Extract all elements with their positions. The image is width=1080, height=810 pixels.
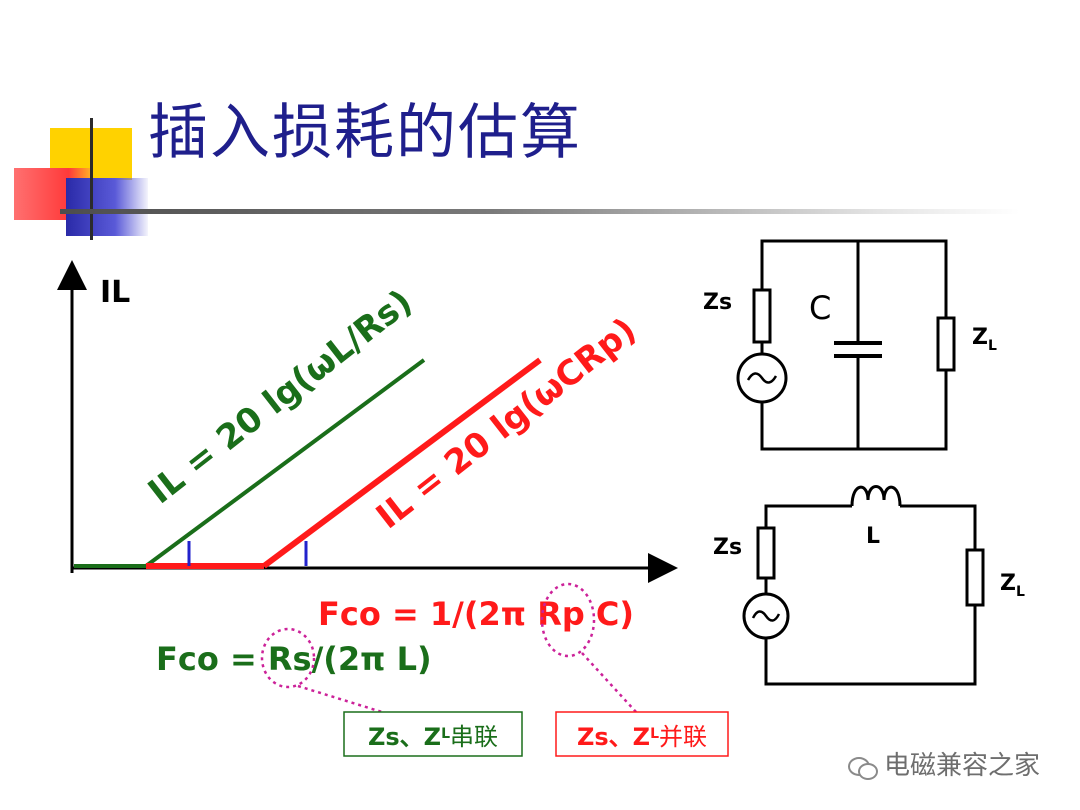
fco-series-formula: Fco = Rs/(2π L) <box>156 640 432 678</box>
shunt-capacitor-circuit <box>736 239 956 451</box>
red-slope-formula: IL = 20 lg(ωCRp) <box>369 310 644 537</box>
top-load-impedance-resistor <box>936 316 956 372</box>
bottom-source-impedance-resistor <box>756 526 776 580</box>
title-underline <box>60 209 1020 214</box>
title-decoration-blue-block <box>66 178 148 236</box>
inductor-label: L <box>866 524 880 549</box>
series-label-sub: L <box>441 726 450 742</box>
parallel-label-sub: L <box>650 726 659 742</box>
capacitor-label: C <box>809 289 831 327</box>
y-axis-label: IL <box>100 275 130 310</box>
page-title: 插入损耗的估算 <box>148 98 582 168</box>
rp-highlight-ellipse <box>540 582 596 658</box>
top-source-label: Zs <box>703 290 732 315</box>
parallel-label-box <box>555 711 729 757</box>
rp-leader-line <box>581 652 637 713</box>
series-label-prefix: Zs、Z <box>367 722 442 751</box>
inductor-coil <box>850 485 902 507</box>
title-decoration-vertical-line <box>90 118 93 240</box>
watermark-text: 电磁兼容之家 <box>884 751 1041 781</box>
top-load-label: ZL <box>972 325 997 354</box>
bottom-load-impedance-resistor <box>965 548 985 607</box>
bottom-load-label: ZL <box>1000 571 1025 600</box>
green-slope-line <box>144 358 426 568</box>
wechat-icon <box>848 755 878 780</box>
series-label-box <box>343 711 523 757</box>
red-slope-line <box>262 357 542 569</box>
rs-highlight-ellipse <box>260 627 316 689</box>
top-source-impedance-resistor <box>752 288 772 344</box>
rs-leader-line <box>297 684 383 714</box>
fco-parallel-formula: Fco = 1/(2π Rp C) <box>318 595 634 633</box>
watermark: 电磁兼容之家 <box>848 745 1040 782</box>
parallel-label-prefix: Zs、Z <box>576 722 651 751</box>
series-label-suffix: 串联 <box>450 722 498 751</box>
bottom-source-label: Zs <box>713 535 742 560</box>
series-inductor-circuit <box>742 485 985 686</box>
parallel-label-suffix: 并联 <box>659 722 707 751</box>
